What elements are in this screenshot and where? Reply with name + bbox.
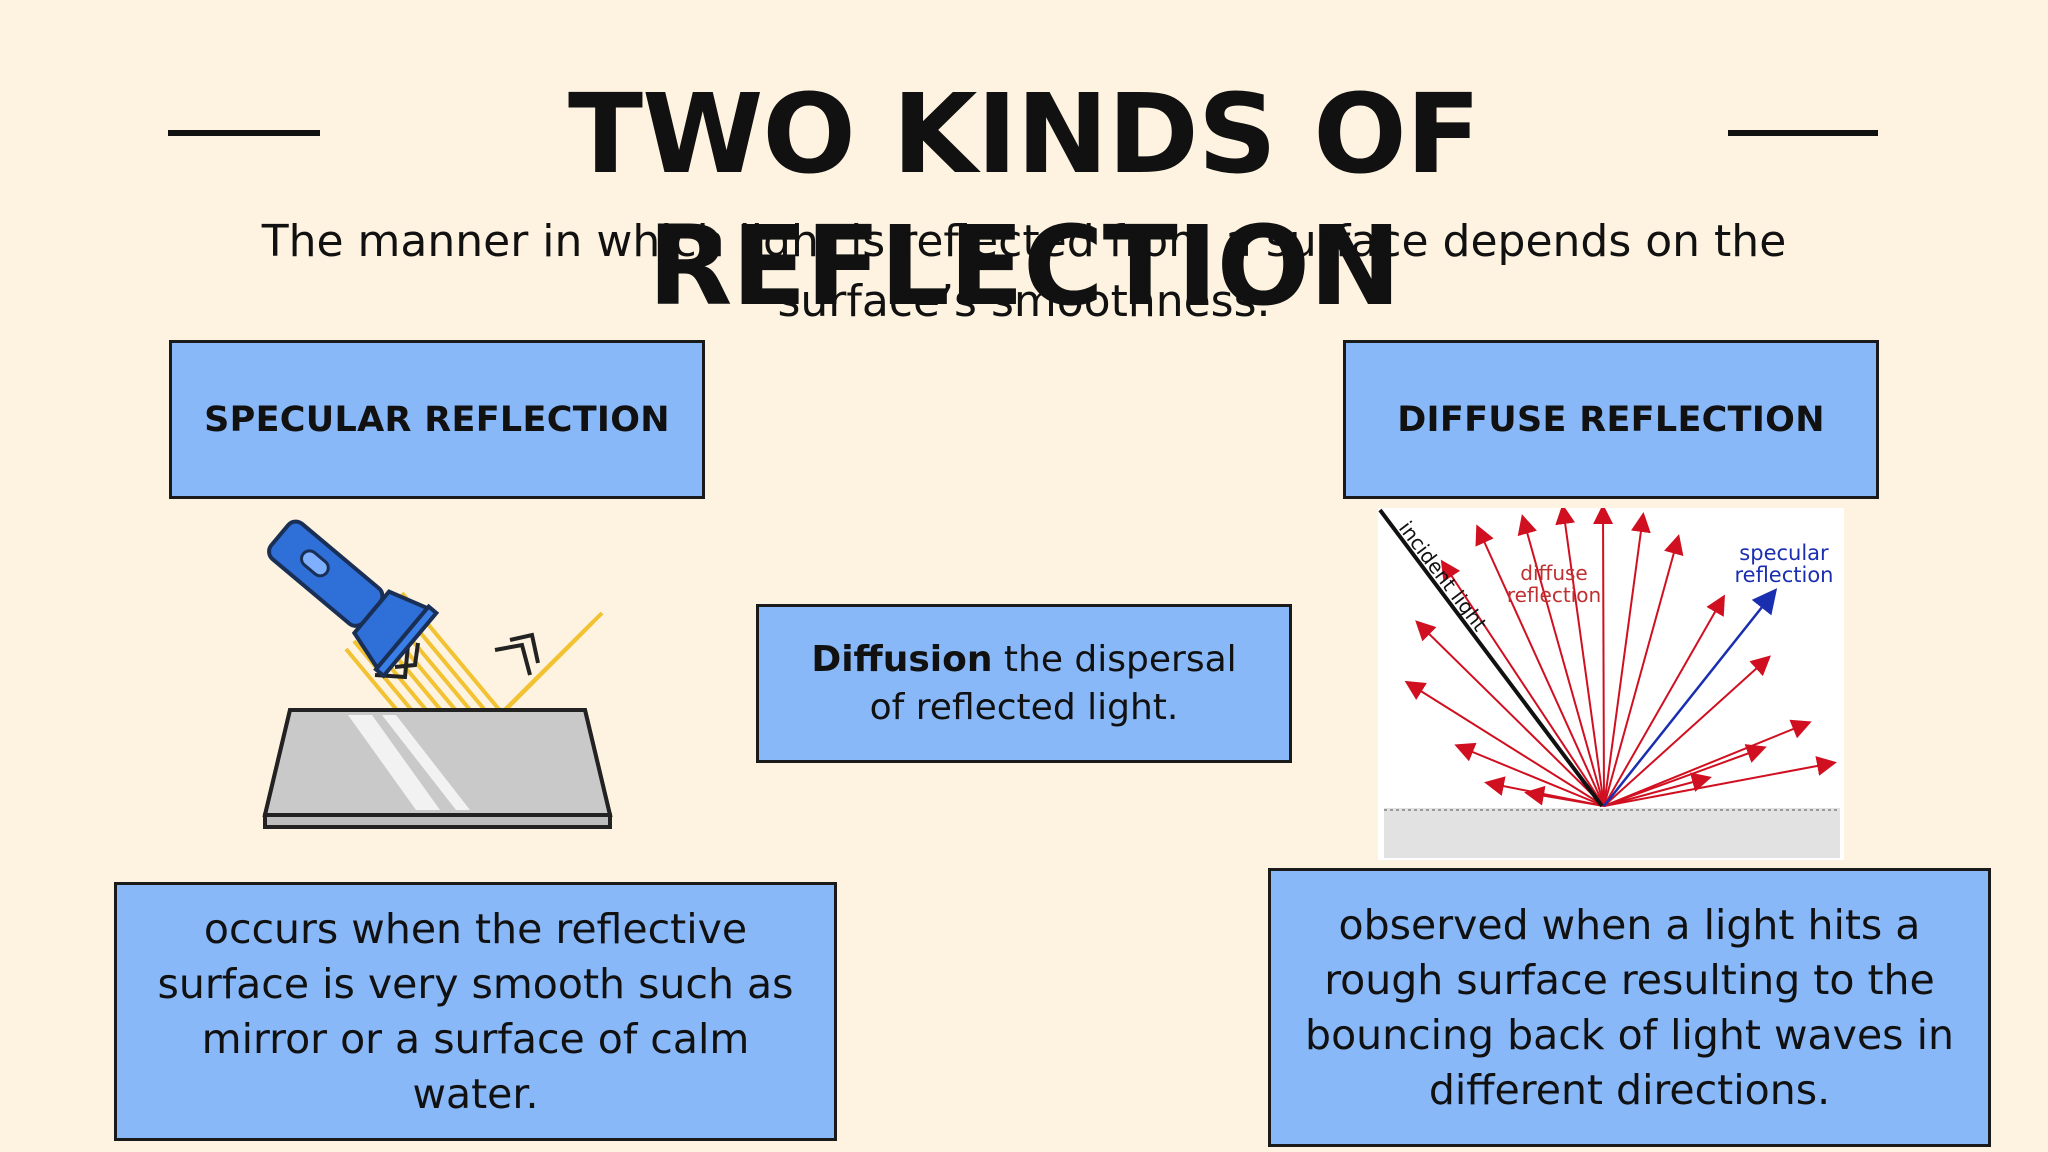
specular-heading: SPECULAR REFLECTION <box>204 399 670 440</box>
incident-label: incident light <box>1394 517 1492 636</box>
diffuse-ray <box>1603 756 1837 807</box>
diffuse-ray <box>1603 655 1771 807</box>
specular-description: occurs when the reflective surface is ve… <box>157 904 794 1118</box>
diffuse-description-box: observed when a light hits a rough surfa… <box>1268 868 1991 1147</box>
diffuse-label-2: reflection <box>1507 583 1601 607</box>
diffuse-ray <box>1517 514 1605 807</box>
title-row: TWO KINDS OF REFLECTION <box>0 60 2048 330</box>
definition-box: Diffusion the dispersal of reflected lig… <box>756 604 1292 763</box>
specular-label-1: specular <box>1739 541 1829 565</box>
page-subtitle: The manner in which light is reflected f… <box>261 216 1787 327</box>
rough-surface <box>1384 808 1840 858</box>
specular-illustration <box>230 505 630 835</box>
diffuse-description: observed when a light hits a rough surfa… <box>1305 900 1954 1114</box>
specular-heading-box: SPECULAR REFLECTION <box>169 340 705 499</box>
diffuse-ray <box>1404 680 1605 807</box>
diffuse-ray <box>1603 719 1812 807</box>
specular-label-2: reflection <box>1734 563 1833 587</box>
diffuse-ray <box>1555 504 1605 807</box>
diffuse-ray <box>1593 504 1614 807</box>
diffuse-label-1: diffuse <box>1520 561 1587 585</box>
reflected-rays <box>1404 504 1837 807</box>
diffuse-diagram: incident light diffuse reflection specul… <box>1378 504 1844 860</box>
diffuse-ray <box>1524 785 1605 807</box>
specular-description-box: occurs when the reflective surface is ve… <box>114 882 837 1141</box>
incident-ray <box>1378 508 1604 808</box>
diffuse-svg: incident light diffuse reflection specul… <box>1378 504 1840 858</box>
definition-body: the dispersal of reflected light. <box>869 638 1237 728</box>
title-left-rule <box>168 130 320 136</box>
diffuse-ray <box>1603 744 1767 807</box>
definition-term: Diffusion <box>811 638 993 680</box>
diffuse-heading-box: DIFFUSE REFLECTION <box>1343 340 1879 499</box>
specular-ray <box>1603 588 1778 807</box>
diffuse-ray <box>1440 559 1605 807</box>
title-right-rule <box>1728 130 1878 136</box>
page-title: TWO KINDS OF REFLECTION <box>568 70 1481 330</box>
diffuse-ray <box>1475 524 1605 807</box>
diffuse-ray <box>1415 620 1605 807</box>
mirror-icon <box>262 708 613 829</box>
flashlight-icon <box>267 519 440 679</box>
specular-svg <box>262 519 613 829</box>
definition-text: Diffusion the dispersal of reflected lig… <box>789 636 1259 732</box>
diffuse-ray <box>1603 512 1651 807</box>
diffuse-heading: DIFFUSE REFLECTION <box>1397 399 1825 440</box>
diffuse-ray <box>1603 772 1712 807</box>
diffuse-ray <box>1603 534 1684 807</box>
diffuse-ray <box>1454 742 1605 807</box>
diffuse-ray <box>1603 594 1725 807</box>
